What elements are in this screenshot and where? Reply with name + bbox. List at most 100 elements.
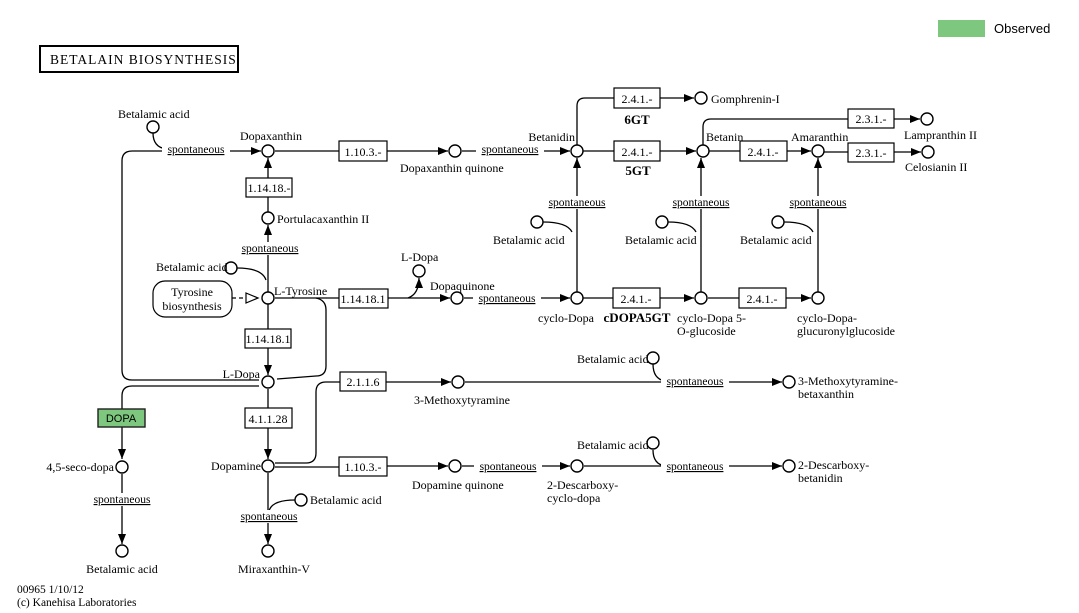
label-betanin: Betanin [706, 130, 743, 144]
edge-betalamic-mira-join [268, 499, 296, 512]
svg-text:4.1.1.28: 4.1.1.28 [249, 412, 288, 426]
compound-node-betalamic-acid-m2[interactable] [655, 215, 669, 229]
edge-betalamic-left-join [236, 267, 267, 281]
spontaneous-link-6[interactable]: spontaneous [242, 243, 299, 255]
label-l-dopa: L-Dopa [223, 367, 261, 381]
compound-nodes [115, 91, 935, 558]
compound-node-betanin[interactable] [696, 144, 710, 158]
compound-node-lampranthin-ii[interactable] [920, 112, 934, 126]
compound-node-miraxanthin-v[interactable] [261, 544, 275, 558]
spontaneous-link-10[interactable]: spontaneous [667, 461, 724, 473]
title-box [39, 45, 239, 73]
compound-node-betalamic-acid-top[interactable] [146, 120, 160, 134]
enzyme-box-2-4-1-5gt[interactable]: 2.4.1.- [613, 140, 661, 162]
svg-text:2.3.1.-: 2.3.1.- [856, 112, 887, 126]
gene-label-cdopa5gt[interactable]: cDOPA5GT [604, 310, 671, 325]
label-gomphrenin-i: Gomphrenin-I [711, 92, 780, 106]
spontaneous-link-5[interactable]: spontaneous [790, 197, 847, 209]
edge-betalamic-m2-join [667, 221, 697, 233]
enzyme-box-2-1-1-6[interactable]: 2.1.1.6 [339, 371, 387, 392]
label-4-5-seco-dopa: 4,5-seco-dopa [46, 460, 114, 474]
spontaneous-link-2[interactable]: spontaneous [482, 144, 539, 156]
enzyme-box-2-4-1-cdgg[interactable]: 2.4.1.- [738, 287, 787, 309]
label-betanidin: Betanidin [528, 130, 575, 144]
compound-node-2-descarboxy-cyclo-dopa[interactable] [570, 459, 584, 473]
gene-label-5gt[interactable]: 5GT [625, 163, 651, 178]
label-2-descarboxy-cd-line2: cyclo-dopa [547, 491, 601, 505]
label-2-descarboxy-bet-line2: betanidin [798, 471, 843, 485]
enzyme-box-2-3-1-lampranthin[interactable]: 2.3.1.- [847, 108, 895, 129]
label-cd5og-line1: cyclo-Dopa 5- [677, 311, 746, 325]
label-betalamic-acid-m1: Betalamic acid [493, 233, 565, 247]
spontaneous-link-3[interactable]: spontaneous [549, 197, 606, 209]
spontaneous-link-12[interactable]: spontaneous [241, 511, 298, 523]
compound-node-dopamine[interactable] [261, 459, 275, 473]
enzyme-box-1-14-18-1-h[interactable]: 1.14.18.1 [338, 288, 389, 309]
compound-node-3-methoxytyramine-betaxanthin[interactable] [782, 375, 796, 389]
module-tyrosine-biosynthesis[interactable]: Tyrosine biosynthesis [152, 280, 260, 318]
compound-node-gomphrenin-i[interactable] [694, 91, 708, 105]
compound-node-3-methoxytyramine[interactable] [451, 375, 465, 389]
label-dopamine: Dopamine [211, 459, 261, 473]
enzyme-box-1-14-18-1-v[interactable]: 1.14.18.1 [244, 328, 292, 349]
label-l-dopa-top: L-Dopa [401, 250, 439, 264]
label-3-methoxytyramine: 3-Methoxytyramine [414, 393, 510, 407]
label-dopaxanthin-quinone: Dopaxanthin quinone [400, 161, 504, 175]
compound-node-betalamic-acid-m1[interactable] [530, 215, 544, 229]
compound-node-betalamic-acid-r1[interactable] [646, 351, 660, 365]
label-dopaxanthin: Dopaxanthin [240, 129, 302, 143]
module-label-line1: Tyrosine [171, 285, 213, 299]
compound-node-dopaxanthin-quinone[interactable] [448, 144, 462, 158]
enzyme-box-2-3-1-celosianin[interactable]: 2.3.1.- [847, 142, 895, 163]
enzyme-box-1-14-18-dash[interactable]: 1.14.18.- [245, 177, 293, 198]
compound-node-celosianin-ii[interactable] [921, 145, 935, 159]
compound-node-betalamic-acid-r2[interactable] [646, 436, 660, 450]
compound-node-cyclo-dopa-glucuronylglucoside[interactable] [811, 291, 825, 305]
compound-node-2-descarboxy-betanidin[interactable] [782, 459, 796, 473]
enzyme-box-1-10-3-bottom[interactable]: 1.10.3.- [338, 456, 388, 477]
compound-node-cyclo-dopa[interactable] [570, 291, 584, 305]
compound-node-dopamine-quinone[interactable] [448, 459, 462, 473]
svg-text:1.14.18.-: 1.14.18.- [248, 181, 291, 195]
compound-node-dopaxanthin[interactable] [261, 144, 275, 158]
label-cdgg-line2: glucuronylglucoside [797, 324, 895, 338]
spontaneous-link-4[interactable]: spontaneous [673, 197, 730, 209]
enzyme-box-2-4-1-cdopa5gt[interactable]: 2.4.1.- [612, 287, 661, 309]
compound-node-betalamic-acid-m3[interactable] [771, 215, 785, 229]
legend-swatch-observed [938, 20, 985, 37]
label-portulacaxanthin-ii: Portulacaxanthin II [277, 212, 369, 226]
enzyme-box-2-4-1-amaranthin[interactable]: 2.4.1.- [739, 140, 788, 162]
label-betalamic-acid-top: Betalamic acid [118, 107, 190, 121]
spontaneous-link-9[interactable]: spontaneous [480, 461, 537, 473]
compound-node-cyclo-dopa-5-o-glucoside[interactable] [694, 291, 708, 305]
label-3mt-betaxanthin-line2: betaxanthin [798, 387, 854, 401]
spontaneous-link-11[interactable]: spontaneous [94, 494, 151, 506]
compound-node-betalamic-acid-mira[interactable] [294, 493, 308, 507]
page-title: BETALAIN BIOSYNTHESIS [50, 52, 237, 67]
compound-node-amaranthin[interactable] [811, 144, 825, 158]
spontaneous-link-7[interactable]: spontaneous [479, 293, 536, 305]
svg-text:DOPA: DOPA [106, 413, 137, 425]
compound-node-l-dopa-top[interactable] [412, 264, 426, 278]
edge-branch-ldopa-top [407, 277, 423, 299]
compound-node-betalamic-acid-left[interactable] [224, 261, 238, 275]
compound-node-l-dopa[interactable] [261, 375, 275, 389]
compound-node-betanidin[interactable] [570, 144, 584, 158]
compound-node-dopaquinone[interactable] [450, 291, 464, 305]
compound-node-l-tyrosine[interactable] [261, 291, 275, 305]
svg-text:1.10.3.-: 1.10.3.- [345, 145, 382, 159]
compound-node-portulacaxanthin-ii[interactable] [261, 211, 275, 225]
enzyme-box-4-1-1-28[interactable]: 4.1.1.28 [244, 407, 293, 429]
label-lampranthin-ii: Lampranthin II [904, 128, 977, 142]
label-cyclo-dopa: cyclo-Dopa [538, 311, 595, 325]
label-betalamic-acid-m2: Betalamic acid [625, 233, 697, 247]
enzyme-box-2-4-1-6gt[interactable]: 2.4.1.- [613, 87, 661, 109]
gene-box-dopa-observed[interactable]: DOPA [97, 408, 146, 428]
spontaneous-link-1[interactable]: spontaneous [168, 144, 225, 156]
compound-node-betalamic-acid-bottom[interactable] [115, 544, 129, 558]
enzyme-box-1-10-3-top[interactable]: 1.10.3.- [338, 140, 388, 162]
spontaneous-link-8[interactable]: spontaneous [667, 376, 724, 388]
gene-label-6gt[interactable]: 6GT [624, 112, 650, 127]
compound-node-4-5-seco-dopa[interactable] [115, 460, 129, 474]
edge-dopamine-2116 [275, 381, 340, 464]
